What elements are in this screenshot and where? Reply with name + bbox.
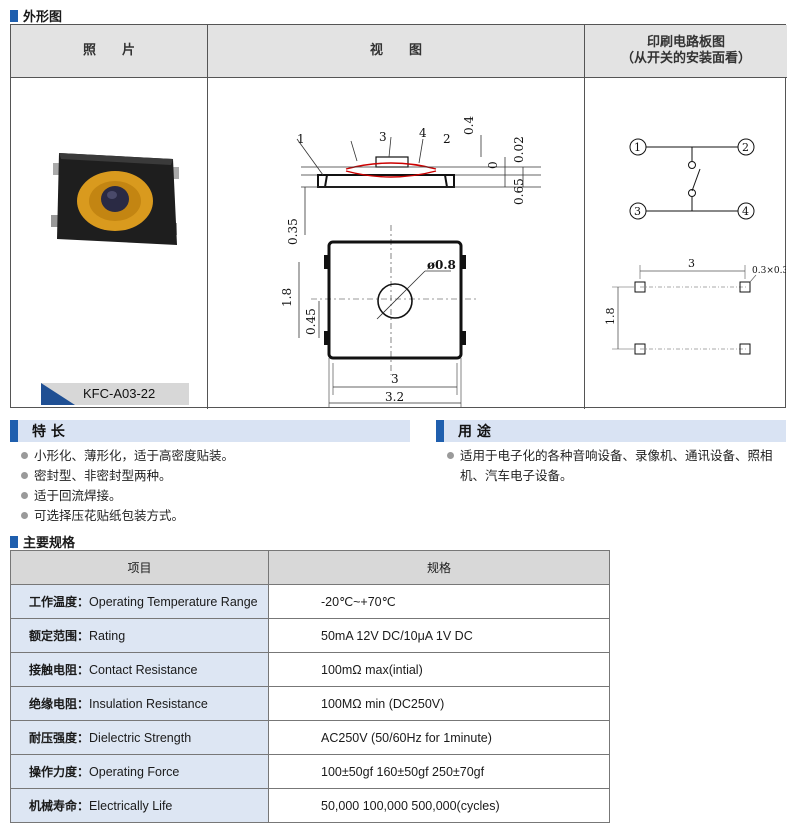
uses-title: 用 途 [458,424,491,440]
view-column-header: 视 图 [208,25,584,78]
pcb-dim-pad: 0.3×0.3 [752,266,786,276]
spec-value: 50,000 100,000 500,000(cycles) [268,788,610,823]
dim-0-02: 0.02 [512,136,526,163]
spec-value: 100MΩ min (DC250V) [268,686,610,721]
pin-2: 2 [742,141,749,154]
figure-table: 照 片 视 图 印刷电路板图 （从开关的安装面看） KFC-A03-22 [10,24,787,409]
pin-3: 3 [634,205,641,218]
section-marker [10,9,18,22]
outline-section-heading: 外形图 [10,6,62,25]
outline-title: 外形图 [23,10,63,25]
callout-1: 1 [297,132,305,146]
dim-0-35: 0.35 [286,218,300,245]
header-item: 项目 [10,550,269,585]
pcb-header-line2: （从开关的安装面看） [620,51,751,66]
spec-key: 机械寿命：Electrically Life [10,788,269,823]
header-spec: 规格 [268,550,610,585]
uses-bar: 用 途 [436,420,786,442]
pin-4: 4 [742,205,749,218]
pcb-header-line1: 印刷电路板图 [646,35,725,50]
callout-3: 3 [379,130,387,144]
feature-item: 小形化、薄形化，适于高密度贴装。 [20,446,410,466]
feature-item: 密封型、非密封型两种。 [20,466,410,486]
spec-value: 50mA 12V DC/10μA 1V DC [268,618,610,653]
pcb-dim-1-8: 1.8 [604,308,617,326]
model-number: KFC-A03-22 [83,386,156,401]
spec-value: 100mΩ max(intial) [268,652,610,687]
dim-3: 3 [391,372,399,386]
features-title: 特 长 [32,424,65,440]
dim-1-8: 1.8 [280,288,294,307]
spec-key: 操作力度：Operating Force [10,754,269,789]
callout-2: 2 [443,132,451,146]
section-marker [10,535,18,548]
table-row: 绝缘电阻：Insulation Resistance 100MΩ min (DC… [10,686,610,721]
spec-key: 额定范围：Rating [10,618,269,653]
spec-key: 绝缘电阻：Insulation Resistance [10,686,269,721]
column-divider [207,25,208,409]
spec-key: 接触电阻：Contact Resistance [10,652,269,687]
dim-0-65: 0.65 [512,178,526,205]
dim-0: 0 [486,161,500,169]
features-bar: 特 长 [10,420,410,442]
column-divider [584,25,585,409]
model-label: KFC-A03-22 [41,383,189,405]
pcb-column-header: 印刷电路板图 （从开关的安装面看） [585,25,787,78]
feature-item: 可选择压花贴纸包装方式。 [20,506,410,526]
spec-key: 耐压强度：Dielectric Strength [10,720,269,755]
table-row: 耐压强度：Dielectric Strength AC250V (50/60Hz… [10,720,610,755]
features-list: 小形化、薄形化，适于高密度贴装。 密封型、非密封型两种。 适于回流焊接。 可选择… [20,446,410,526]
spec-key: 工作温度：Operating Temperature Range [10,584,269,619]
pcb-diagram: 1 2 3 4 3 0.3×0.3 1.8 [604,138,786,355]
bar-marker [436,420,444,442]
dim-0-4: 0.4 [462,116,476,135]
product-photo [51,153,179,245]
dim-3-2: 3.2 [385,390,404,404]
spec-value: -20℃~+70℃ [268,584,610,619]
feature-item: 适于回流焊接。 [20,486,410,506]
label-triangle [41,383,75,405]
pcb-dim-3: 3 [688,257,695,270]
pin-1: 1 [634,141,641,154]
dimension-drawing: 1 3 4 2 0.4 0 0.02 0.65 0.35 ø0.8 1.8 0.… [280,116,541,407]
uses-list: 适用于电子化的各种音响设备、录像机、通讯设备、照相机、汽车电子设备。 [446,446,786,486]
spec-title: 主要规格 [23,536,76,551]
photo-column-header: 照 片 [11,25,207,78]
use-item: 适用于电子化的各种音响设备、录像机、通讯设备、照相机、汽车电子设备。 [446,446,786,486]
bar-marker [10,420,18,442]
table-row: 工作温度：Operating Temperature Range -20℃~+7… [10,584,610,619]
spec-value: 100±50gf 160±50gf 250±70gf [268,754,610,789]
dim-0-45: 0.45 [304,308,318,335]
spec-value: AC250V (50/60Hz for 1minute) [268,720,610,755]
spec-section-heading: 主要规格 [10,532,75,551]
table-row: 操作力度：Operating Force 100±50gf 160±50gf 2… [10,754,610,789]
table-row: 机械寿命：Electrically Life 50,000 100,000 50… [10,788,610,823]
table-row: 额定范围：Rating 50mA 12V DC/10μA 1V DC [10,618,610,653]
callout-4: 4 [419,126,427,140]
spec-header-row: 项目 规格 [10,550,610,585]
spec-table: 项目 规格 工作温度：Operating Temperature Range -… [10,550,610,823]
table-row: 接触电阻：Contact Resistance 100mΩ max(intial… [10,652,610,687]
dim-phi-0-8: ø0.8 [427,258,456,272]
